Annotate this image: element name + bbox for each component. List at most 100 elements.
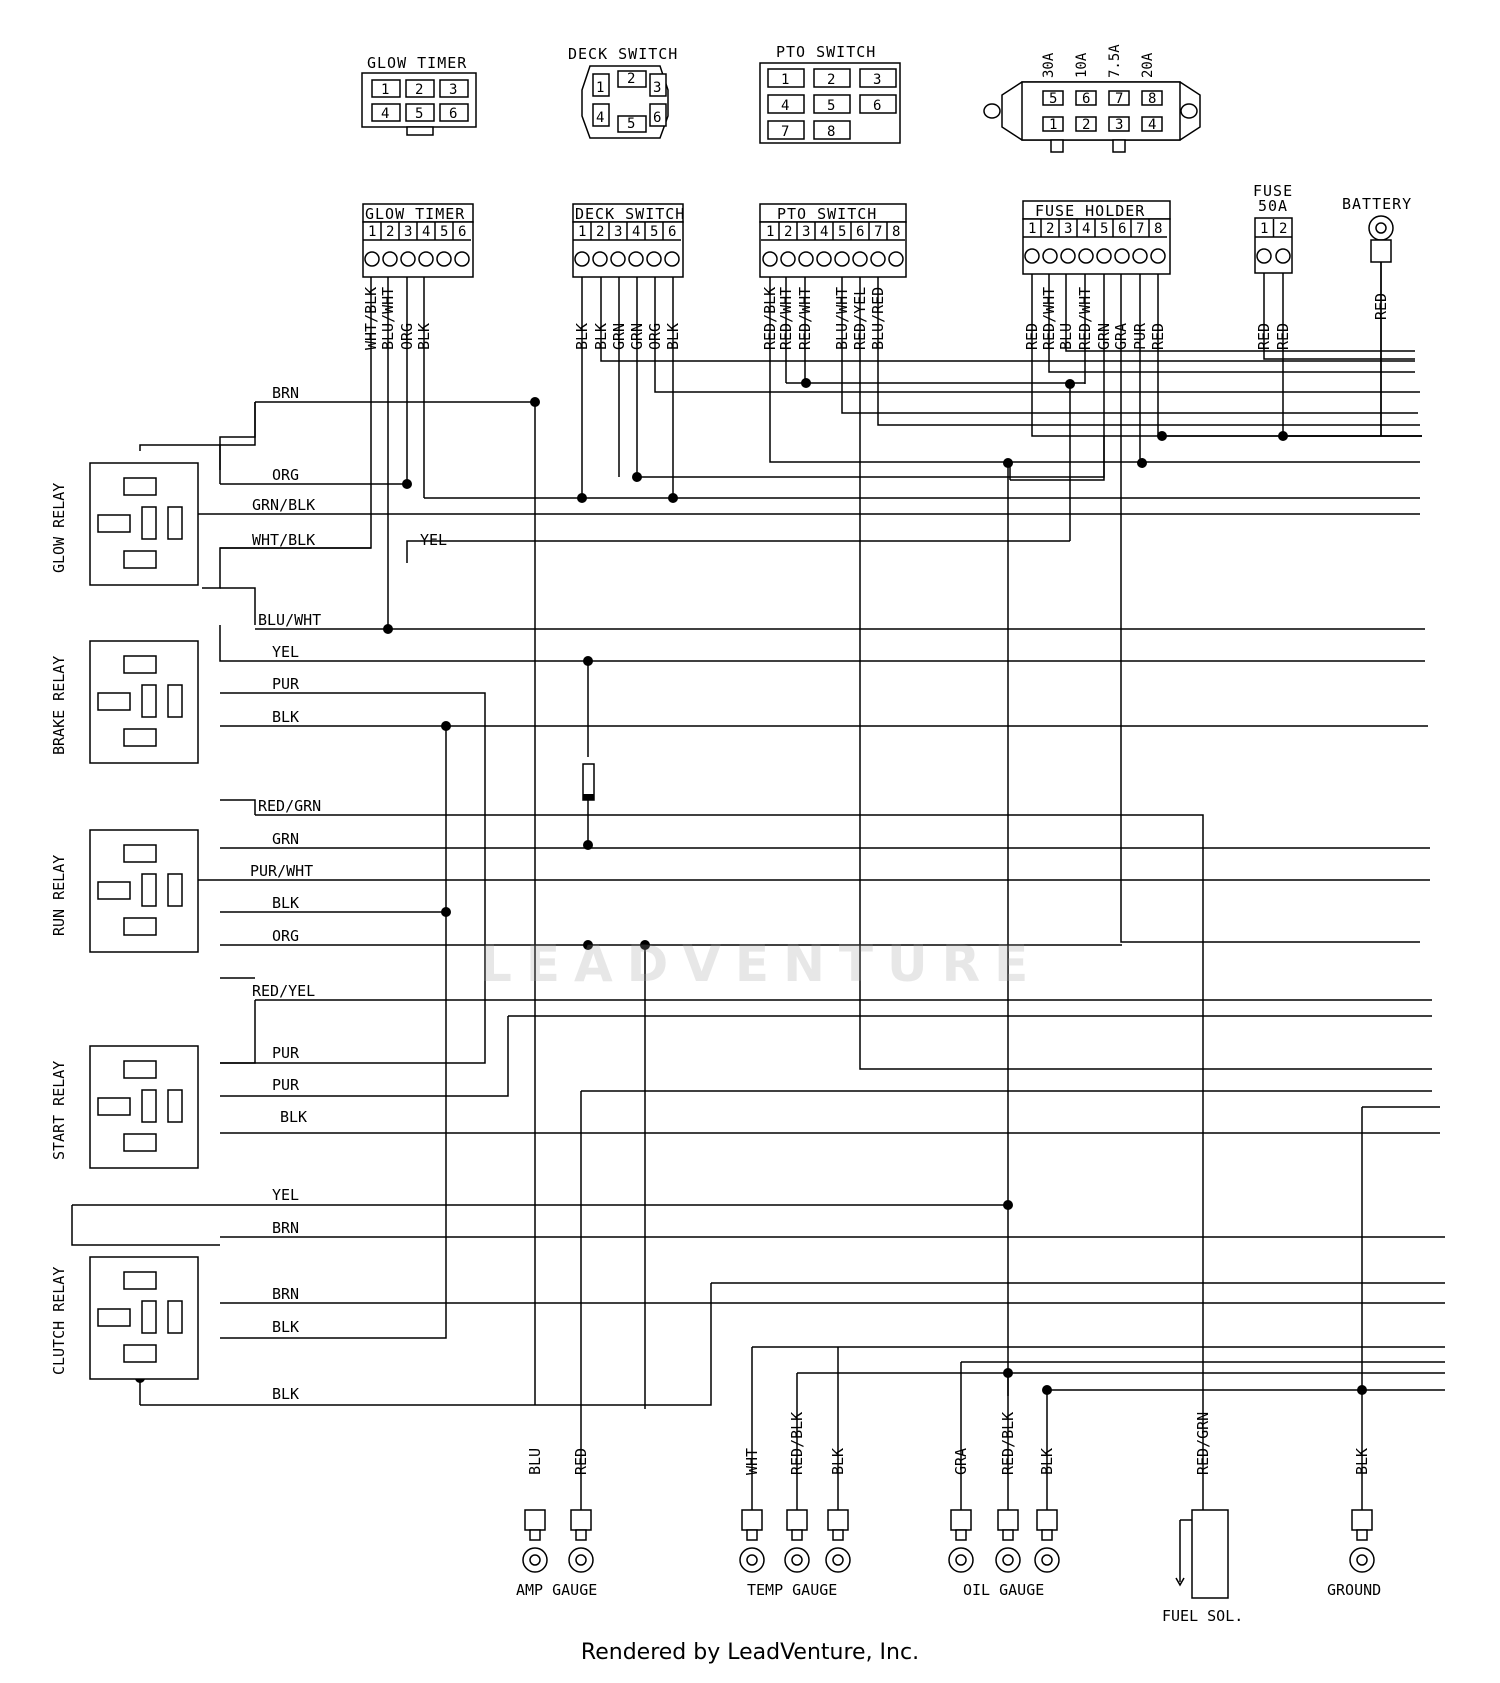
deck_switch-pin: 4 (632, 224, 640, 240)
relay-wire-label: PUR (272, 675, 300, 693)
relay-wire-label: BLK (280, 1108, 307, 1126)
glow-timer-pin: 3 (449, 82, 457, 98)
pto-switch-pin: 7 (781, 124, 789, 140)
fuse_holder-pin: 4 (1082, 221, 1090, 237)
glow-timer-header-title: GLOW TIMER (365, 205, 465, 223)
glow_timer-pin: 6 (458, 224, 466, 240)
terminal-wire-label: RED (572, 1448, 590, 1475)
relay-wire-label: BRN (272, 1219, 299, 1237)
fuse-block-pin: 4 (1148, 117, 1156, 133)
deck_switch-pin: 6 (668, 224, 676, 240)
fuse-block-pin: 2 (1082, 117, 1090, 133)
fuse-50a-rating: 50A (1258, 197, 1288, 215)
deck-switch-pin: 6 (653, 110, 661, 126)
pto-switch-pin: 3 (873, 72, 881, 88)
deck_switch-pin: 2 (596, 224, 604, 240)
caption: Rendered by LeadVenture, Inc. (580, 1640, 920, 1665)
glow-timer-pin: 2 (415, 82, 423, 98)
deck-switch-pin: 1 (596, 80, 604, 96)
pto_switch-pin: 2 (784, 224, 792, 240)
pto_switch-pin: 5 (838, 224, 846, 240)
relay-wire-label: BRN (272, 1285, 299, 1303)
glow_timer-pin: 5 (440, 224, 448, 240)
deck-switch-connector-title: DECK SWITCH (568, 45, 678, 63)
fuse_holder-pin: 2 (1046, 221, 1054, 237)
fuse_50a-pin: 2 (1279, 221, 1287, 237)
relay-wire-label: YEL (420, 531, 447, 549)
relay-wire-label: BLK (272, 708, 299, 726)
relay-wire-label: BLK (272, 894, 299, 912)
relay-wire-label: GRN (272, 830, 299, 848)
terminal-label: FUEL SOL. (1162, 1607, 1243, 1625)
relay-title: BRAKE RELAY (50, 656, 68, 755)
relay-wire-label: RED/GRN (258, 797, 321, 815)
relay-wire-label: WHT/BLK (252, 531, 315, 549)
relay-clutch-relay: CLUTCH RELAY (50, 1256, 199, 1380)
relay-glow-relay: GLOW RELAY (50, 462, 199, 586)
fuse_holder-pin: 1 (1028, 221, 1036, 237)
glow_timer-pin: 1 (368, 224, 376, 240)
relay-run-relay: RUN RELAY (50, 829, 199, 953)
deck_switch-pin: 1 (578, 224, 586, 240)
fuse-50a-title: FUSE (1253, 182, 1293, 200)
relay-wire-label: BLK (272, 1318, 299, 1336)
fuse-rating: 20A (1140, 52, 1156, 78)
fuse_holder-pin: 3 (1064, 221, 1072, 237)
fuse_holder-pin: 8 (1154, 221, 1162, 237)
fuse_holder-pin: 7 (1136, 221, 1144, 237)
fuse-block-pin: 5 (1049, 91, 1057, 107)
pto_switch-pin: 3 (802, 224, 810, 240)
pto-switch-pin: 6 (873, 98, 881, 114)
fuel-solenoid (1175, 1509, 1229, 1599)
pto_switch-pin: 7 (874, 224, 882, 240)
fuse-rating: 30A (1041, 52, 1057, 78)
fuse-block-pin: 8 (1148, 91, 1156, 107)
pto-switch-header-title: PTO SWITCH (777, 205, 877, 223)
relay-wire-label: BRN (272, 384, 299, 402)
terminal-label: AMP GAUGE (516, 1581, 597, 1599)
deck-switch-pin: 5 (627, 116, 635, 132)
terminal-label: GROUND (1327, 1581, 1381, 1599)
pto_switch-pin: 6 (856, 224, 864, 240)
fuse-rating: 10A (1074, 52, 1090, 78)
fuse-block-pin: 6 (1082, 91, 1090, 107)
glow-timer-connector-title: GLOW TIMER (367, 54, 467, 72)
fuse_holder-pin: 6 (1118, 221, 1126, 237)
terminal-label: TEMP GAUGE (747, 1581, 837, 1599)
fuse-block-pin: 1 (1049, 117, 1057, 133)
deck_switch-pin: 5 (650, 224, 658, 240)
glow-timer-pin: 6 (449, 106, 457, 122)
pto-switch-pin: 2 (827, 72, 835, 88)
pto_switch-pin: 1 (766, 224, 774, 240)
relay-wire-label: GRN/BLK (252, 496, 315, 514)
relay-wire-label: PUR (272, 1076, 300, 1094)
glow-timer-pin: 4 (381, 106, 389, 122)
pto-switch-connector-title: PTO SWITCH (776, 43, 876, 61)
relay-wire-label: BLU/WHT (258, 611, 321, 629)
terminal-wire-label: BLU (526, 1448, 544, 1475)
terminal-ground: BLK GROUND (1327, 1448, 1381, 1599)
wire-network (71, 262, 1445, 1510)
relay-brake-relay: BRAKE RELAY (50, 640, 199, 764)
deck-switch-header-title: DECK SWITCH (575, 205, 685, 223)
pto_switch-pin: 4 (820, 224, 828, 240)
deck-switch-pin: 3 (653, 80, 661, 96)
terminal-wire-label: BLK (1353, 1448, 1371, 1475)
fuse-holder-header-title: FUSE HOLDER (1035, 202, 1145, 220)
terminal-wire-label: RED/BLK (788, 1412, 806, 1475)
fuse-rating: 7.5A (1107, 44, 1123, 78)
fuse-block-pin: 3 (1115, 117, 1123, 133)
relay-wire-label: ORG (272, 466, 299, 484)
relay-wire-label: RED/YEL (252, 982, 315, 1000)
relay-title: RUN RELAY (50, 855, 68, 936)
